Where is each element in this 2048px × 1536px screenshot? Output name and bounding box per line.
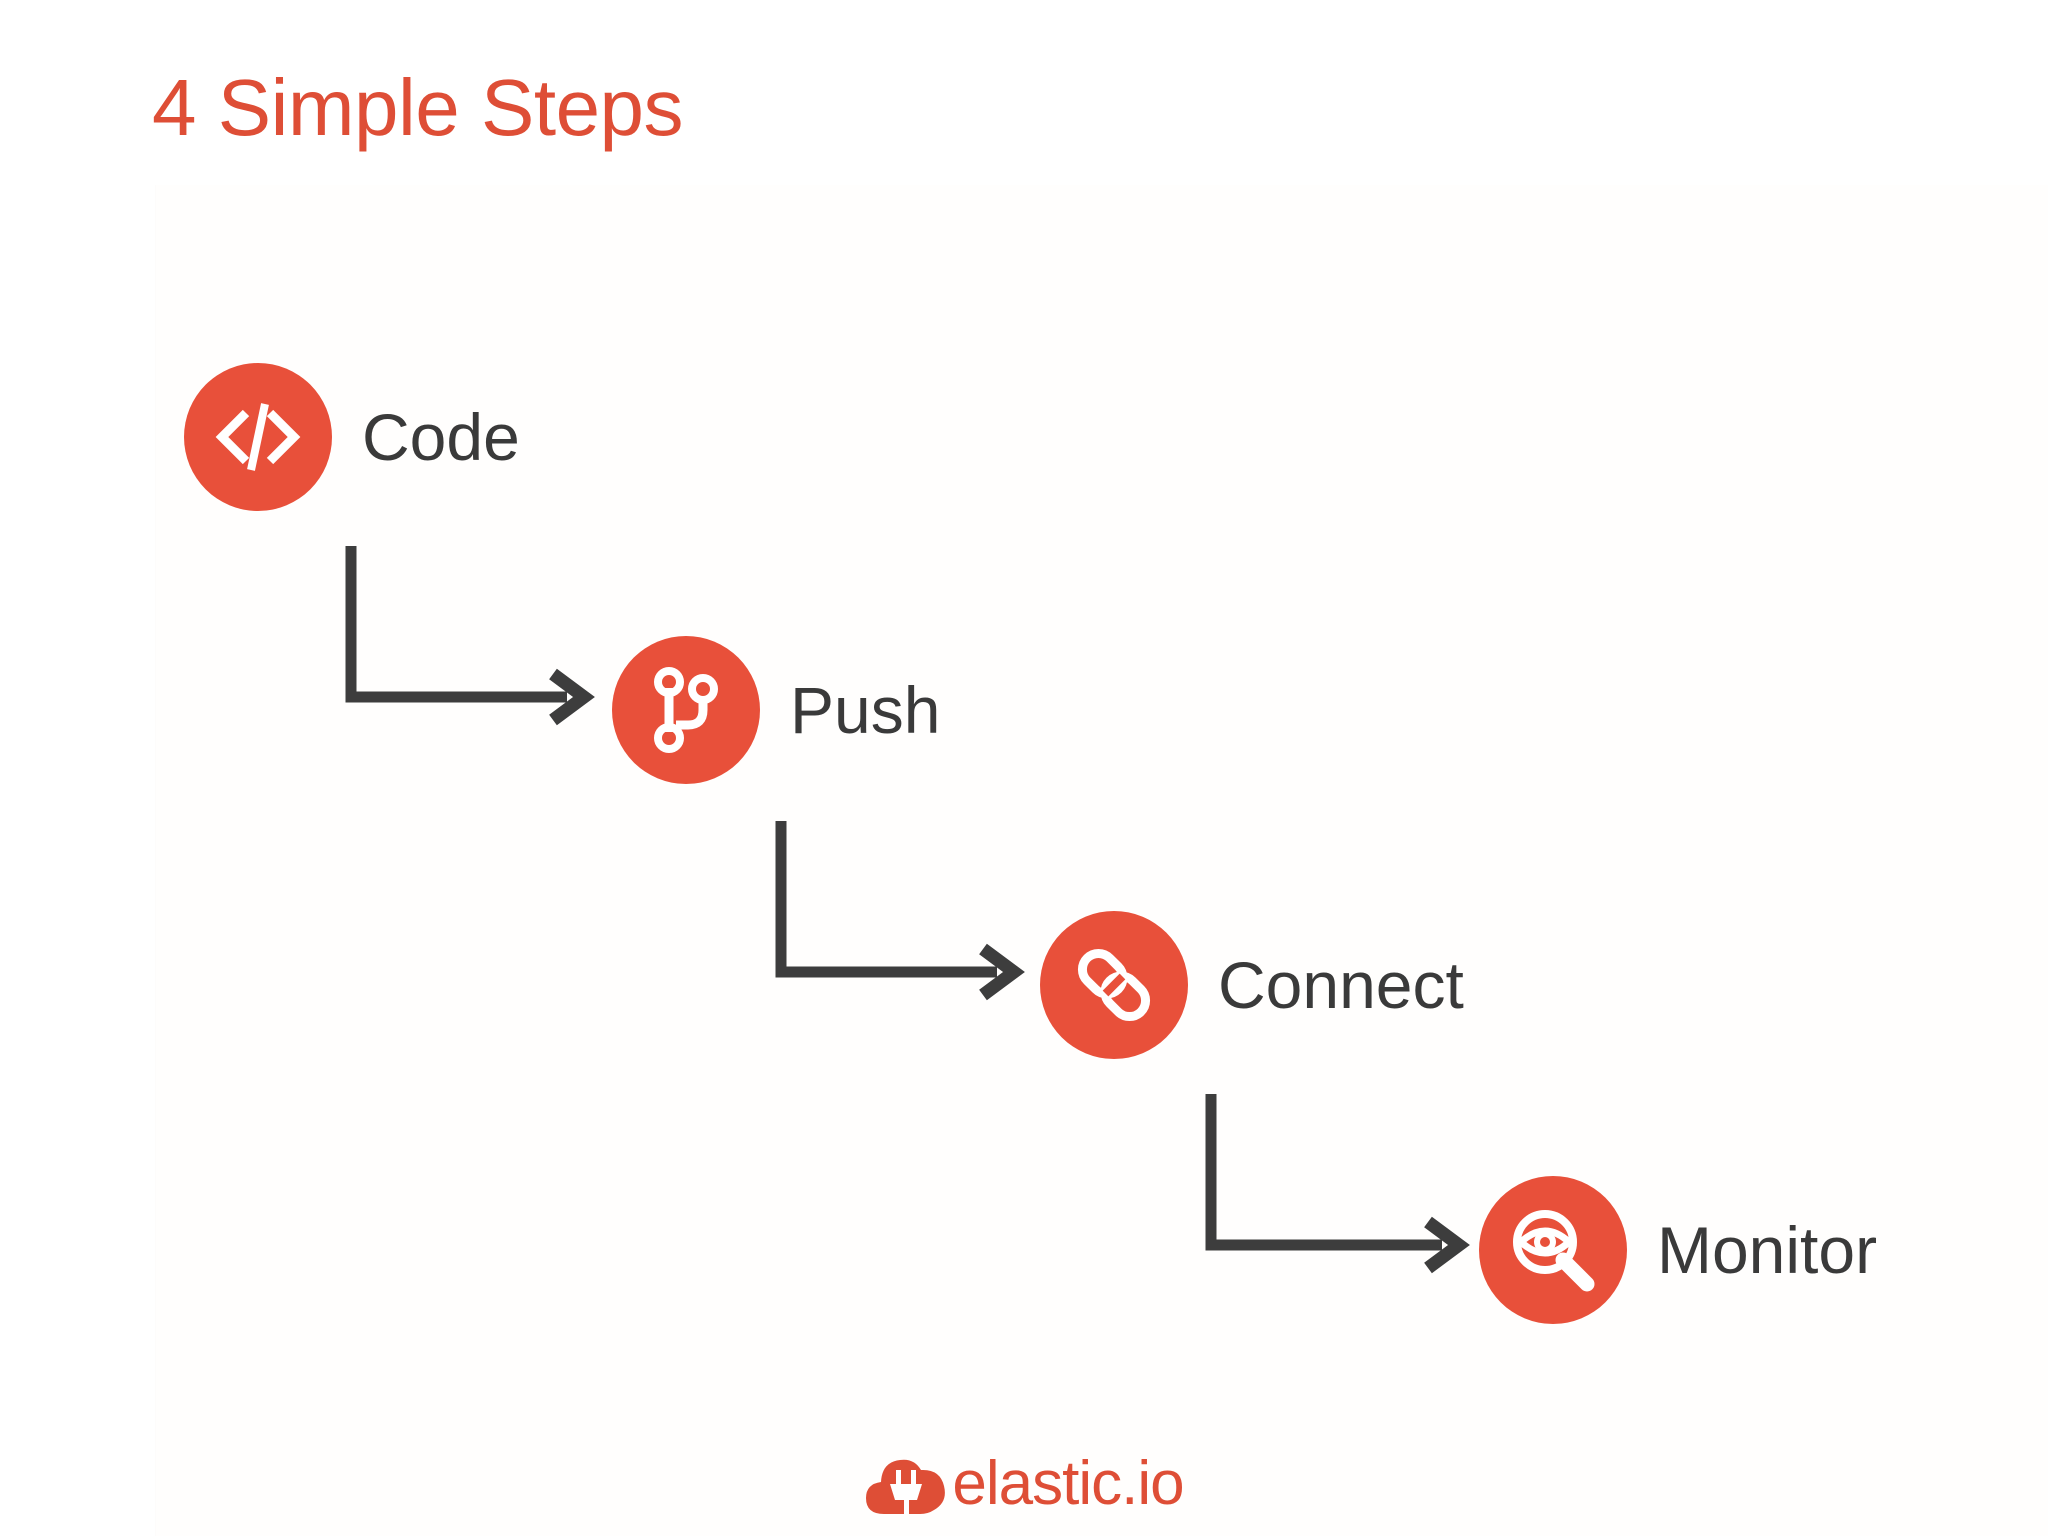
step-connect[interactable]: Connect — [1040, 911, 1464, 1059]
connector-line — [1205, 1094, 1442, 1251]
step-monitor[interactable]: Monitor — [1479, 1176, 1877, 1324]
footer-logo[interactable]: elastic.io — [0, 1448, 2048, 1520]
arrowhead-icon — [1424, 1216, 1470, 1274]
step-code[interactable]: Code — [184, 363, 520, 511]
git-branch-icon — [612, 636, 760, 784]
step-label-push: Push — [790, 673, 941, 747]
connector-connect-to-monitor — [1205, 1094, 1470, 1274]
step-label-code: Code — [362, 400, 520, 474]
cloud-plug-icon — [866, 1459, 946, 1514]
connector-line — [775, 821, 997, 978]
code-brackets-icon — [184, 363, 332, 511]
step-label-connect: Connect — [1218, 948, 1464, 1022]
page-title: 4 Simple Steps — [152, 63, 684, 152]
magnifier-eye-icon — [1479, 1176, 1627, 1324]
connector-push-to-connect — [775, 821, 1025, 1001]
arrowhead-icon — [979, 943, 1025, 1001]
connector-line — [345, 546, 567, 703]
chain-link-icon — [1040, 911, 1188, 1059]
step-label-monitor: Monitor — [1657, 1213, 1878, 1287]
logo-wordmark: elastic.io — [952, 1449, 1184, 1518]
step-push[interactable]: Push — [612, 636, 940, 784]
connector-code-to-push — [345, 546, 595, 726]
arrowhead-icon — [549, 668, 595, 726]
